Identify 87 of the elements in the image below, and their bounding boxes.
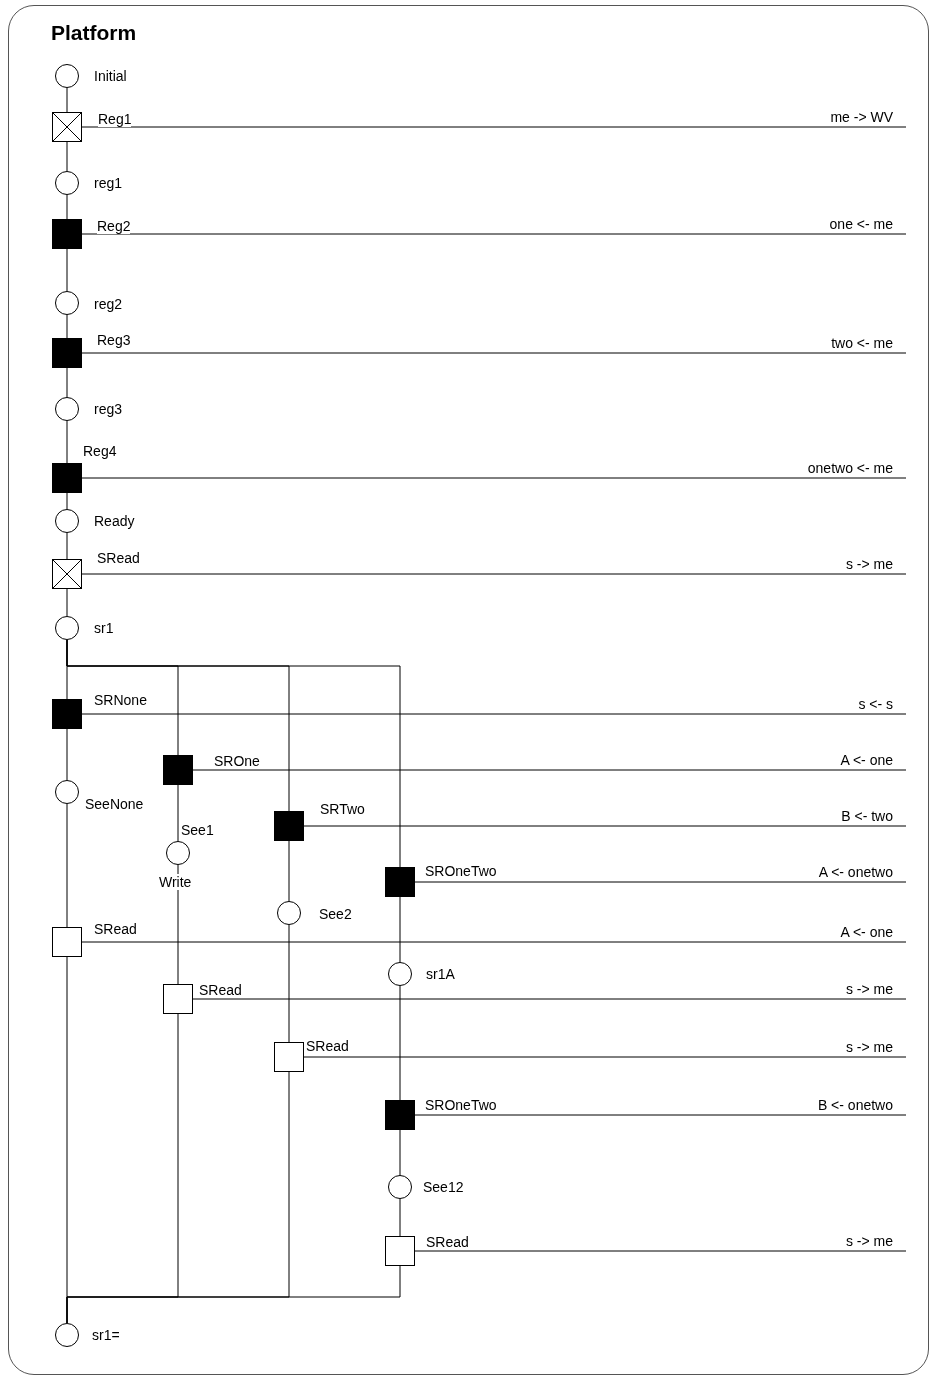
arc-line xyxy=(192,769,907,771)
arc-line xyxy=(66,248,68,292)
arc-line xyxy=(66,87,68,113)
frame-title: Platform xyxy=(51,21,137,45)
arc-line xyxy=(66,194,68,220)
node-label: SROne xyxy=(214,753,260,769)
arc-line xyxy=(66,141,68,172)
arc-line xyxy=(414,881,907,883)
node-label: SRead xyxy=(97,550,140,566)
arc-line xyxy=(177,784,179,842)
node-label: Reg3 xyxy=(97,332,131,348)
node-label: SRead xyxy=(199,982,242,998)
node-label: SROneTwo xyxy=(425,863,497,879)
transition-box xyxy=(52,219,82,249)
arc-line xyxy=(66,420,68,464)
transition-box xyxy=(274,811,304,841)
arc-line xyxy=(399,896,401,963)
edge-label: two <- me xyxy=(831,335,893,351)
arc-line xyxy=(66,728,68,781)
arc-line xyxy=(288,840,290,902)
arc-line xyxy=(399,985,401,1101)
edge-label: me -> WV xyxy=(830,109,893,125)
node-label: Initial xyxy=(94,68,127,84)
frame xyxy=(8,5,929,1375)
node-label: Ready xyxy=(94,513,135,529)
arc-line xyxy=(66,639,401,868)
arc-line xyxy=(66,314,68,339)
transition-box xyxy=(385,867,415,897)
edge-label: B <- onetwo xyxy=(817,1097,893,1113)
transition-box xyxy=(385,1236,415,1266)
node-label: SRead xyxy=(426,1234,469,1250)
arc-line xyxy=(414,1250,907,1252)
node-label: sr1A xyxy=(426,966,455,982)
edge-label: B <- two xyxy=(841,808,893,824)
crossed-transition-box xyxy=(52,112,82,142)
arc-line xyxy=(66,367,68,398)
arc-line xyxy=(288,924,290,1043)
arc-line xyxy=(81,126,907,128)
arc-line xyxy=(399,1198,401,1237)
arc-line xyxy=(66,492,68,510)
node-label: Write xyxy=(159,874,192,890)
node-label: Reg1 xyxy=(98,111,132,127)
arc-line xyxy=(192,998,907,1000)
node-label: See2 xyxy=(319,906,352,922)
arc-line xyxy=(399,1129,401,1176)
transition-box xyxy=(52,699,82,729)
node-label: See12 xyxy=(423,1179,464,1195)
edge-label: A <- one xyxy=(840,752,893,768)
node-label: SRead xyxy=(306,1038,349,1054)
node-label: See1 xyxy=(181,822,214,838)
arc-line xyxy=(81,713,907,715)
node-label: SeeNone xyxy=(85,796,144,812)
edge-label: A <- one xyxy=(840,924,893,940)
node-label: SROneTwo xyxy=(425,1097,497,1113)
node-label: sr1= xyxy=(92,1327,120,1343)
arc-line xyxy=(81,233,907,235)
transition-box xyxy=(163,984,193,1014)
node-label: reg3 xyxy=(94,401,123,417)
edge-label: A <- onetwo xyxy=(818,864,893,880)
arc-line xyxy=(81,477,907,479)
arc-line xyxy=(414,1114,907,1116)
node-label: reg2 xyxy=(94,296,123,312)
edge-label: onetwo <- me xyxy=(807,460,893,476)
arc-line xyxy=(66,532,68,560)
node-label: SRNone xyxy=(94,692,147,708)
crossed-transition-box xyxy=(52,559,82,589)
transition-box xyxy=(385,1100,415,1130)
node-label: Reg4 xyxy=(83,443,117,459)
arc-line xyxy=(81,352,907,354)
node-label: SRead xyxy=(94,921,137,937)
arc-line xyxy=(177,864,179,985)
arc-line xyxy=(66,803,68,928)
node-label: sr1 xyxy=(94,620,114,636)
arc-line xyxy=(66,1265,401,1324)
node-label: Reg2 xyxy=(97,218,131,234)
transition-box xyxy=(52,927,82,957)
node-label: reg1 xyxy=(94,175,123,191)
arc-line xyxy=(303,825,907,827)
transition-box xyxy=(274,1042,304,1072)
arc-line xyxy=(81,941,907,943)
arc-line xyxy=(303,1056,907,1058)
arc-line xyxy=(81,573,907,575)
transition-box xyxy=(52,463,82,493)
transition-box xyxy=(52,338,82,368)
node-label: SRTwo xyxy=(320,801,365,817)
transition-box xyxy=(163,755,193,785)
arc-line xyxy=(66,588,68,617)
